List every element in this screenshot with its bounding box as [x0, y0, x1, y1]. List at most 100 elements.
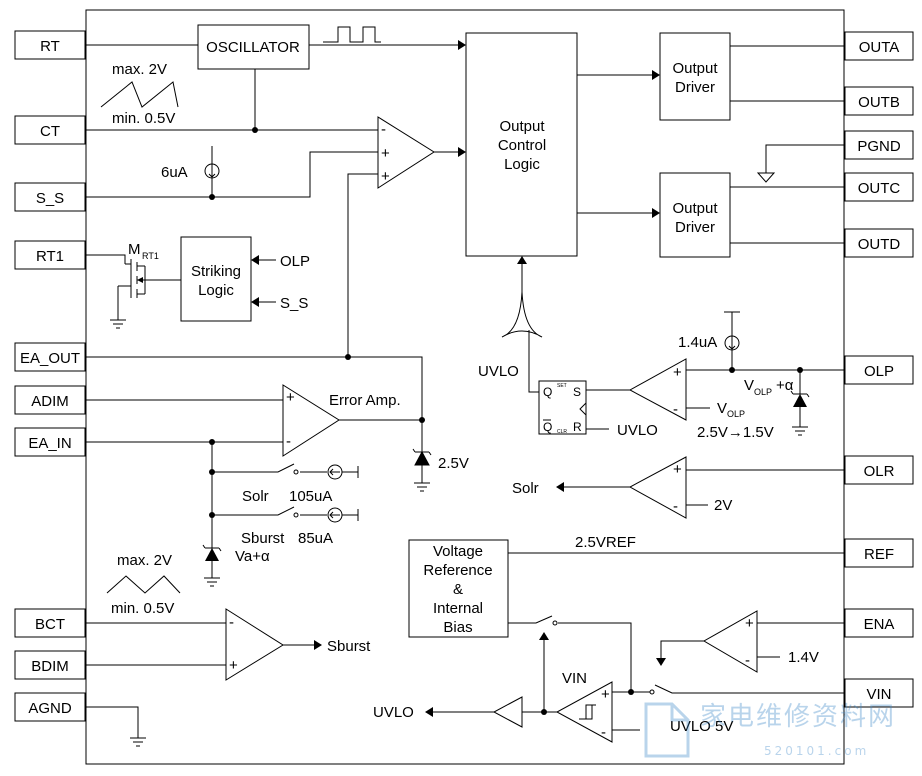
- voltage-reference-block: [408, 539, 509, 638]
- output-driver-1: [659, 32, 731, 121]
- driver2-line-2: Driver: [675, 219, 715, 236]
- pin-ref-label: REF: [864, 546, 894, 563]
- sburst-switch: [212, 506, 327, 516]
- wire-ea-out: [85, 356, 423, 460]
- driver1-line-2: Driver: [675, 79, 715, 96]
- wire-or-in: [528, 330, 539, 393]
- ff-clr: CLR: [557, 429, 567, 435]
- or-gate: [501, 291, 543, 338]
- ff-r: R: [573, 420, 582, 434]
- striking-logic: [180, 236, 252, 322]
- node-olp-14: [729, 367, 735, 373]
- i85-label: 85uA: [298, 530, 333, 547]
- volp-label: V: [717, 400, 727, 417]
- arrow-osc-ocl: [458, 40, 466, 50]
- pin-outa: [844, 31, 914, 61]
- min-label-2: min. 0.5V: [111, 600, 174, 617]
- bias-switch-contact: [552, 620, 558, 626]
- vref-line-4: Internal: [433, 600, 483, 617]
- pin-ena: [844, 608, 914, 638]
- driver1-line-1: Output: [672, 60, 718, 77]
- zener-25-ground: [414, 482, 430, 492]
- burst-comparator: [225, 608, 284, 681]
- solr-out-label: Solr: [512, 480, 539, 497]
- arrow-ss-in: [251, 297, 259, 307]
- current-105-arrow: [329, 466, 359, 478]
- pin-outd: [844, 228, 914, 258]
- pin-outb-label: OUTB: [858, 94, 900, 111]
- pin-ea-in: [14, 427, 86, 457]
- zener-va-fill: [205, 548, 219, 561]
- olp-comparator: [628, 358, 687, 421]
- m-rt1-sub: RT1: [142, 251, 159, 261]
- burst-plus: +: [229, 657, 238, 674]
- striking-line-2: Logic: [198, 282, 234, 299]
- watermark-cn: 家电维修资料网: [700, 702, 897, 732]
- vref-line-1: Voltage: [433, 543, 483, 560]
- pin-pgnd-label: PGND: [857, 138, 901, 155]
- current-14-arrow: [728, 337, 736, 350]
- ena-comp-minus: -: [745, 652, 750, 669]
- wire-ss: [85, 151, 378, 198]
- current-source-icon: [204, 163, 220, 179]
- arrow-olp-in: [251, 255, 259, 265]
- oscillator-block: [197, 24, 310, 70]
- pin-pgnd: [844, 130, 914, 160]
- current-source-arrow: [208, 165, 216, 178]
- pin-outd-label: OUTD: [858, 236, 901, 253]
- wire-pgnd: [765, 144, 845, 173]
- pwm-plus-2: +: [381, 168, 390, 185]
- oscillator-label: OSCILLATOR: [206, 39, 300, 56]
- wire-vin: [631, 684, 845, 694]
- arrow-pwm-ocl: [458, 147, 466, 157]
- olp-in-label: OLP: [280, 253, 310, 270]
- watermark: 家电维修资料网 520101.com: [640, 696, 920, 772]
- olr-comp-plus: +: [673, 461, 682, 478]
- uvlo-label-1: UVLO: [478, 363, 519, 380]
- vref-line-2: Reference: [423, 562, 492, 579]
- max-label-1: max. 2V: [112, 61, 167, 78]
- burst-minus: -: [229, 614, 234, 631]
- error-amp: [282, 384, 340, 457]
- current-85-arrow: [329, 509, 359, 521]
- arrow-sburst: [314, 640, 322, 650]
- pin-vin: [844, 678, 914, 708]
- agnd-ground-icon: [130, 737, 146, 747]
- pin-ea-in-label: EA_IN: [28, 435, 71, 452]
- wire-rt1: [85, 254, 126, 264]
- i105-label: 105uA: [289, 488, 332, 505]
- ena-comparator: [702, 610, 758, 673]
- current-14-icon: [724, 335, 740, 351]
- arrow-solr: [556, 482, 564, 492]
- vref-line-3: &: [453, 581, 463, 598]
- pin-bct-label: BCT: [35, 616, 65, 633]
- pin-outc-label: OUTC: [858, 180, 901, 197]
- ocl-line-2: Control: [498, 137, 546, 154]
- arrow-ocl-drv1: [652, 70, 660, 80]
- pin-outc: [844, 172, 914, 202]
- olr-comparator: [628, 456, 687, 519]
- uvlo-buffer: [492, 696, 523, 728]
- ff-set: SET: [557, 383, 567, 389]
- uvlo-5v-label: UVLO 5V: [670, 718, 733, 735]
- uvlo-label-3: UVLO: [373, 704, 414, 721]
- sburst-out-label: Sburst: [327, 638, 371, 655]
- uvlo-comp-minus: -: [601, 724, 606, 741]
- uvlo-label-2: UVLO: [617, 422, 658, 439]
- ff-qb: Q: [543, 420, 552, 434]
- pin-olr-label: OLR: [864, 463, 895, 480]
- pin-ct: [14, 115, 86, 145]
- v25-label: 2.5V: [438, 455, 469, 472]
- wire-eaout-pwm: [347, 173, 378, 357]
- pwm-comparator: [377, 116, 435, 189]
- wire-agnd: [85, 706, 139, 738]
- pin-rt: [14, 30, 86, 60]
- sr-flipflop: [538, 380, 587, 435]
- pin-outa-label: OUTA: [859, 39, 900, 56]
- mosfet-icon: [117, 259, 146, 320]
- vin-switch-contact: [649, 689, 655, 695]
- pgnd-ground-icon: [756, 172, 776, 183]
- pin-ref: [844, 538, 914, 568]
- volp-sub: OLP: [727, 409, 745, 419]
